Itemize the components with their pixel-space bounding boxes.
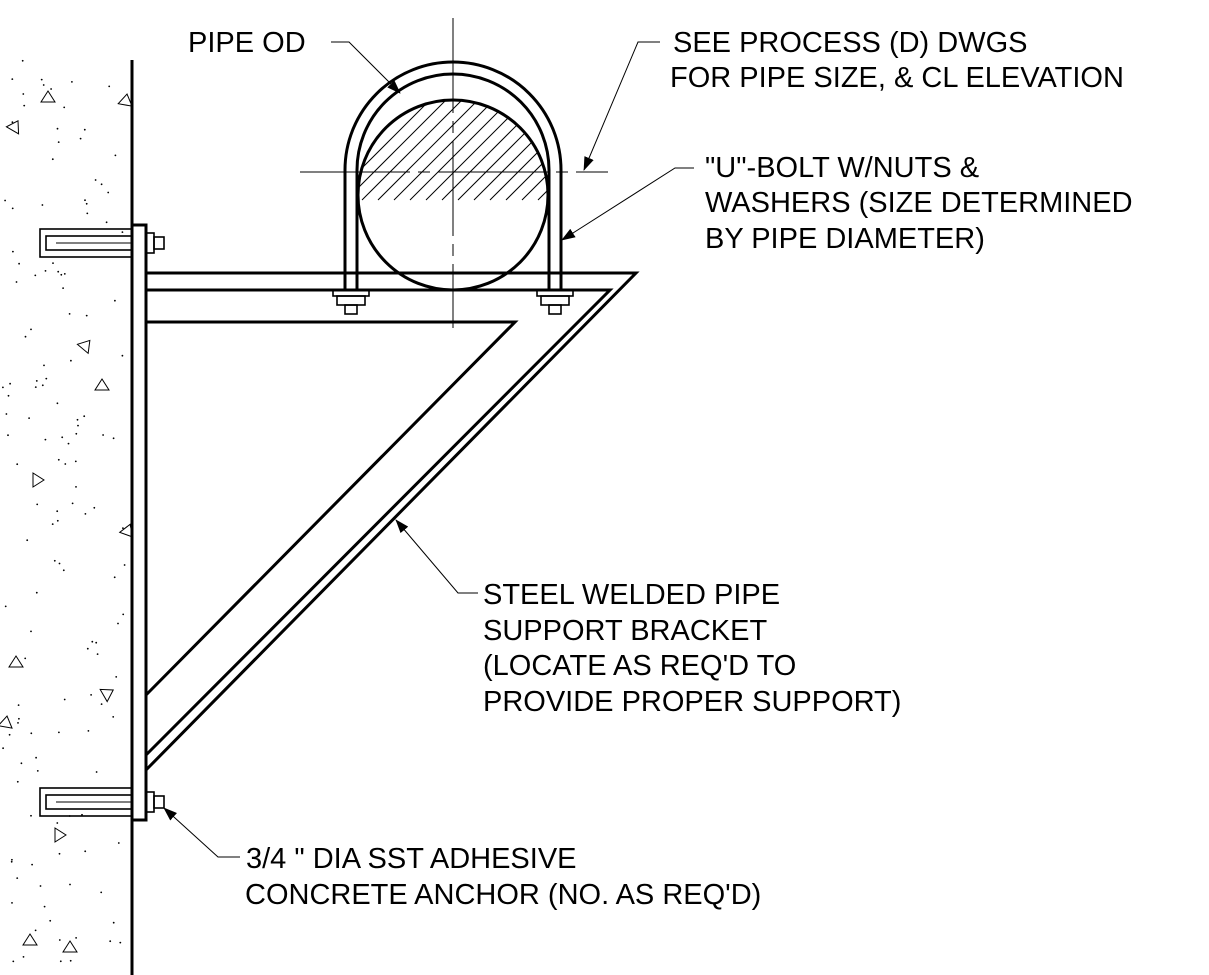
pipe-hatching: [358, 100, 548, 201]
bracket-middle-edge: [144, 288, 614, 757]
bracket-inner-edge: [144, 320, 519, 697]
anchor-label-line2: CONCRETE ANCHOR (NO. AS REQ'D): [245, 879, 761, 911]
u-bolt-leader: [561, 167, 694, 241]
pipe-section: [356, 98, 550, 292]
bracket-leader: [395, 519, 478, 594]
see-process-label-line1: SEE PROCESS (D) DWGS: [673, 27, 1028, 59]
callout-texts: PIPE OD SEE PROCESS (D) DWGS FOR PIPE SI…: [188, 27, 1133, 911]
pipe-od-label: PIPE OD: [188, 27, 306, 59]
u-bolt-label-line1: "U"-BOLT W/NUTS &: [705, 152, 979, 184]
pipe-centerlines: [300, 18, 608, 328]
wall-plate: [130, 223, 148, 822]
steel-welded-bracket: [144, 271, 640, 772]
bracket-label-line3: (LOCATE AS REQ'D TO: [483, 650, 796, 682]
see-process-label-line2: FOR PIPE SIZE, & CL ELEVATION: [670, 62, 1124, 94]
u-bolt-label-line2: WASHERS (SIZE DETERMINED: [705, 187, 1133, 219]
bracket-label-line4: PROVIDE PROPER SUPPORT): [483, 686, 901, 718]
u-bolt-label-line3: BY PIPE DIAMETER): [705, 223, 985, 255]
bracket-label-line2: SUPPORT BRACKET: [483, 615, 767, 647]
bracket-label-line1: STEEL WELDED PIPE: [483, 579, 780, 611]
anchor-leader: [163, 807, 240, 858]
leader-lines: [163, 41, 694, 858]
concrete-stipple: [0, 59, 134, 963]
anchor-bolt-upper: [39, 228, 165, 258]
anchor-bolt-lower: [39, 787, 165, 817]
anchor-label-line1: 3/4 " DIA SST ADHESIVE: [246, 843, 577, 875]
bracket-outer-edge: [144, 271, 640, 772]
pipe-od-leader: [331, 41, 401, 94]
concrete-wall: [0, 59, 134, 975]
see-process-leader: [583, 41, 660, 171]
bracket-wall-plate: [130, 223, 148, 822]
